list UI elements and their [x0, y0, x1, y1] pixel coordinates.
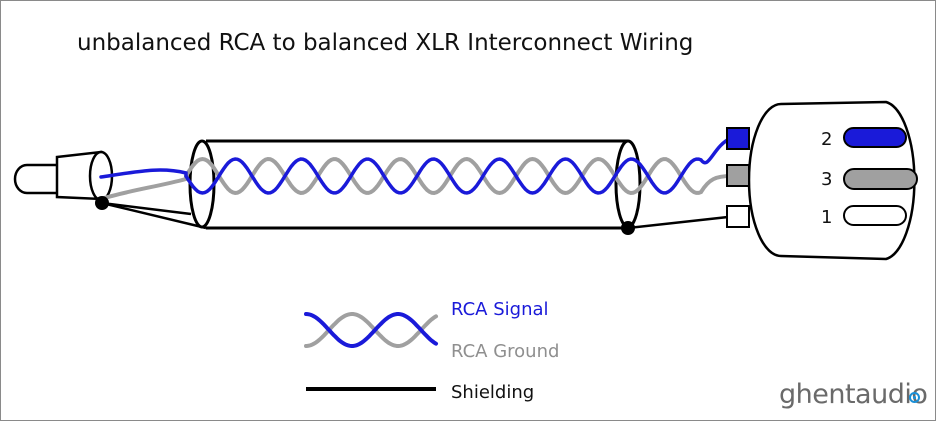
xlr-pin-label-3: 3: [821, 169, 832, 190]
xlr-pin-1: [843, 205, 907, 226]
xlr-cup-3: [726, 164, 750, 187]
xlr-cup-2: [726, 127, 750, 150]
diagram-title: unbalanced RCA to balanced XLR Interconn…: [77, 30, 694, 56]
xlr-pin-2: [843, 127, 907, 148]
ground-wire: [99, 156, 733, 201]
rca-pin: [13, 163, 61, 195]
legend: RCA Signal RCA Ground Shielding: [304, 299, 559, 403]
xlr-connector: 2 3 1: [726, 100, 918, 261]
shield-leads-left: [101, 201, 207, 230]
legend-ground-swatch: [304, 312, 438, 348]
shield-junction-rca: [95, 196, 109, 210]
twisted-pair: [99, 136, 733, 201]
legend-signal-swatch: [304, 312, 438, 348]
brand-logo-mark: [909, 392, 920, 403]
shield-junction-xlr: [621, 221, 635, 235]
brand-logo: ghentaudio: [779, 379, 928, 410]
legend-shielding-label: Shielding: [451, 382, 534, 403]
xlr-pin-label-2: 2: [821, 129, 832, 150]
shield-lead-right: [627, 215, 729, 230]
legend-signal-label: RCA Signal: [451, 299, 549, 320]
xlr-cup-1: [726, 205, 750, 228]
signal-wire: [99, 136, 733, 195]
legend-ground-label: RCA Ground: [451, 341, 559, 362]
rca-plug: [13, 150, 114, 202]
xlr-pin-label-1: 1: [821, 207, 832, 228]
xlr-pin-3: [843, 168, 918, 190]
